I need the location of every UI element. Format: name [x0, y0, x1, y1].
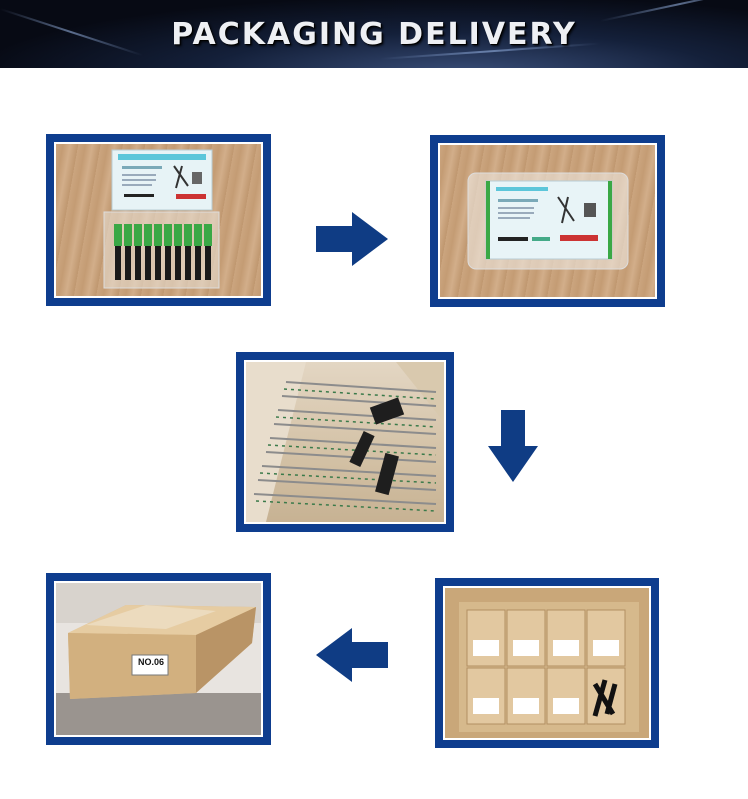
photo-blister-open: [46, 134, 271, 306]
blister-closed-image: [467, 172, 629, 270]
right-arrow-icon: [316, 212, 388, 266]
left-arrow-icon: [316, 628, 388, 682]
photo-boxes-in-carton: [435, 578, 659, 748]
carton-filled-image: [246, 362, 444, 522]
photo-carton-filled: [236, 352, 454, 532]
boxes-in-carton-image: [445, 588, 649, 738]
page-title: PACKAGING DELIVERY: [171, 17, 577, 52]
header-banner: PACKAGING DELIVERY: [0, 0, 748, 68]
photo-sealed-carton: NO.06: [46, 573, 271, 745]
down-arrow-icon: [488, 410, 538, 482]
sealed-carton-image: [56, 583, 261, 735]
blister-open-image: [103, 149, 220, 289]
carton-label-text: NO.06: [137, 657, 164, 667]
photo-blister-closed: [430, 135, 665, 307]
